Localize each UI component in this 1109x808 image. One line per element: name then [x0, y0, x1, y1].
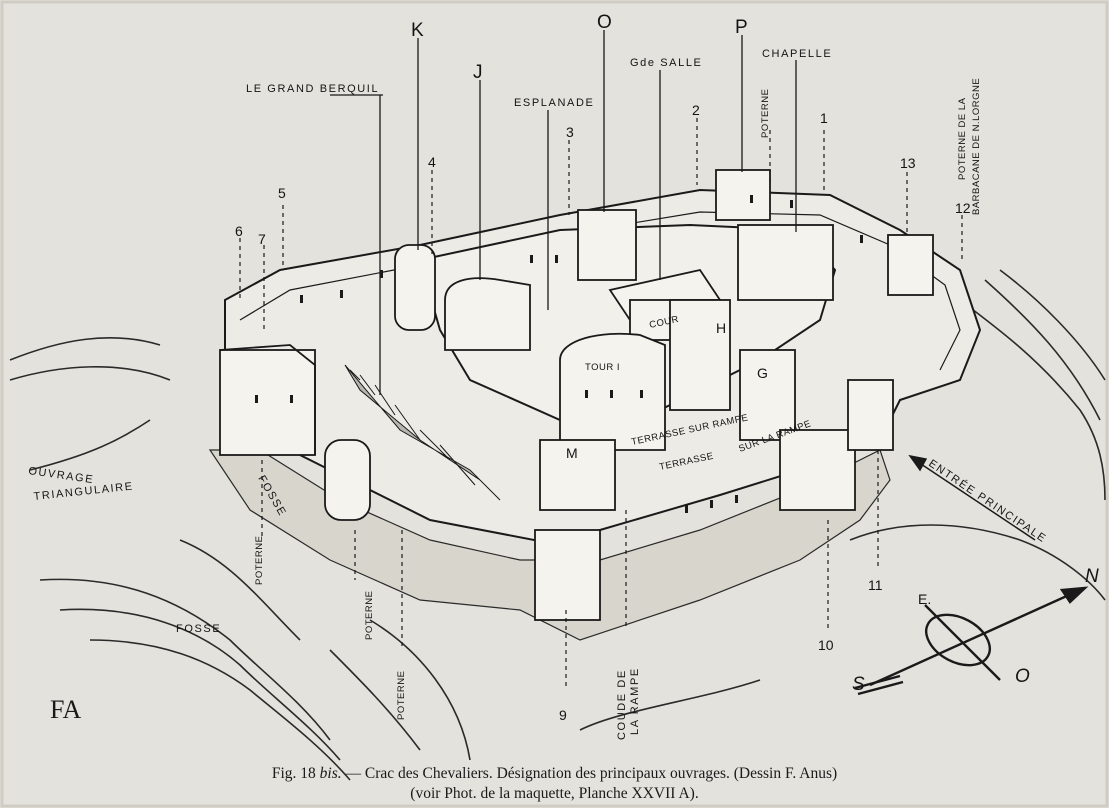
label-n10: 10 [818, 637, 834, 653]
label-n9: 9 [559, 707, 567, 723]
label-n13: 13 [900, 155, 916, 171]
label-compass-n: N [1085, 566, 1099, 587]
label-grand-berquil: LE GRAND BERQUIL [246, 83, 379, 95]
label-tour-g: G [757, 365, 768, 381]
label-coude-1: COUDE DE [616, 669, 628, 740]
tower-13 [887, 234, 934, 296]
label-fosse-low: FOSSE [176, 623, 221, 635]
label-poterne-b: POTERNE [364, 591, 375, 640]
hatched-ditch [344, 364, 501, 501]
label-n7: 7 [258, 231, 266, 247]
leader-lines [330, 30, 797, 395]
label-ouvrage-1: OUVRAGE [28, 465, 95, 486]
label-o: O [597, 12, 612, 33]
artist-monogram: FA [50, 695, 82, 724]
tower-l [324, 439, 371, 521]
label-j: J [473, 62, 483, 83]
label-n6: 6 [235, 223, 243, 239]
label-n12: 12 [955, 200, 971, 216]
label-compass-e: E. [918, 591, 931, 607]
label-compass-s: S [852, 674, 865, 695]
entrance-arrow [908, 454, 1036, 541]
label-poterne-a: POTERNE [254, 536, 265, 585]
caption-fig-number: Fig. 18 [271, 765, 320, 782]
label-n1: 1 [820, 110, 828, 126]
window-slits [255, 195, 863, 513]
tower-g [739, 349, 796, 441]
label-poterne-barbacane-2: BARBACANE DE N.LORGNE [971, 78, 982, 215]
dashed-leaders [239, 118, 963, 690]
label-salle: Gde SALLE [630, 57, 703, 69]
label-poterne-top: POTERNE [760, 89, 771, 138]
figure-caption-line-1: Fig. 18 bis. — Crac des Chevaliers. Dési… [0, 765, 1109, 783]
label-entree: ENTRÉE PRINCIPALE [926, 457, 1049, 546]
label-chapelle: CHAPELLE [762, 48, 832, 60]
label-n2: 2 [692, 102, 700, 118]
tower-k [394, 244, 436, 331]
label-n3: 3 [566, 124, 574, 140]
label-n5: 5 [278, 185, 286, 201]
tower-v [219, 349, 316, 456]
entrance-tower [779, 429, 856, 511]
buildings [219, 169, 934, 621]
tower-m [539, 439, 616, 511]
label-esplanade: ESPLANADE [514, 97, 594, 109]
caption-title: — Crac des Chevaliers. Désignation des p… [341, 765, 838, 782]
label-p: P [735, 17, 748, 38]
label-k: K [411, 20, 424, 41]
label-poterne-c: POTERNE [396, 671, 407, 720]
label-n11: 11 [868, 577, 883, 593]
chapelle-block [737, 224, 834, 301]
front-tower [534, 529, 601, 621]
compass-rose [854, 586, 1089, 696]
label-n4: 4 [428, 154, 436, 170]
label-tour-i: TOUR I [585, 362, 620, 373]
label-compass-o: O [1015, 666, 1030, 687]
tower-o [577, 209, 637, 281]
label-poterne-barbacane-1: POTERNE DE LA [957, 97, 968, 180]
tower-t [847, 379, 894, 451]
label-tour-h: H [716, 320, 726, 336]
figure-caption-line-2: (voir Phot. de la maquette, Planche XXVI… [410, 785, 699, 802]
label-tour-m: M [566, 445, 578, 461]
tower-p [715, 169, 771, 221]
tower-h-block [669, 299, 731, 411]
label-coude-2: LA RAMPE [629, 667, 641, 735]
tower-j [444, 277, 531, 351]
terrain-contours [9, 269, 1106, 781]
caption-bis: bis. [319, 765, 342, 782]
